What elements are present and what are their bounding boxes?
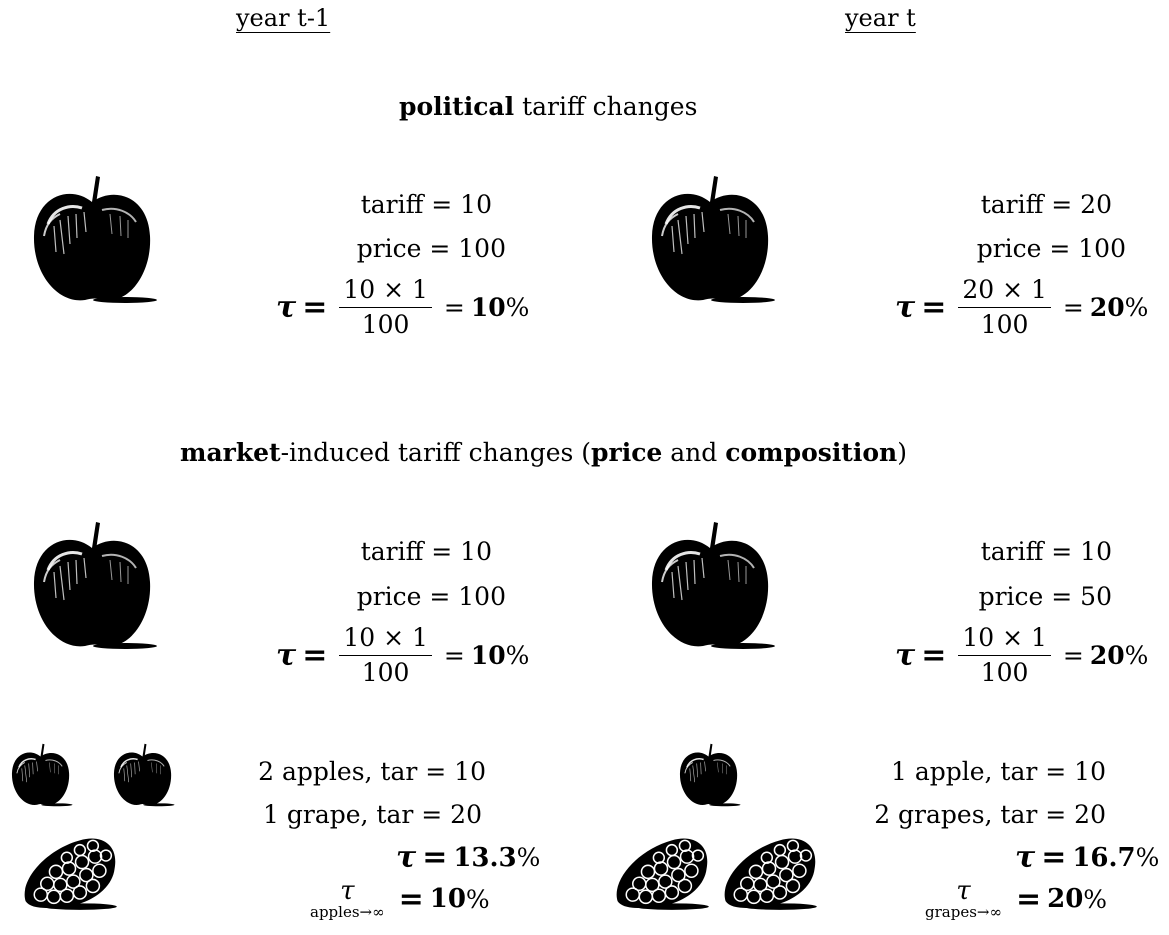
political-heading: political tariff changes [399,92,697,121]
tau-result: 10 [470,640,506,670]
percent-sign: % [516,843,541,872]
composition-right-line2: 2 grapes, tar = 20 [874,800,1106,829]
tau-symbol: τ [396,840,417,875]
market-heading-and: and [662,438,726,467]
tau-result: 16.7 [1072,842,1136,873]
tau-result: 20 [1089,640,1125,670]
percent-sign: % [465,884,490,914]
market-heading-end: ) [897,438,907,467]
political-left-price: price = 100 [356,234,506,263]
political-left-tariff: tariff = 10 [360,190,492,219]
political-right-price: price = 100 [976,234,1126,263]
tau-symbol: τ [340,876,355,906]
political-heading-bold: political [399,92,515,121]
apple-icon [30,174,160,309]
composition-left-line1: 2 apples, tar = 10 [258,757,486,786]
composition-right-line1: 1 apple, tar = 10 [890,757,1106,786]
political-right-tariff: tariff = 20 [980,190,1112,219]
tau-result: 13.3 [453,842,517,873]
percent-sign: % [1124,292,1149,322]
market-right-tariff: tariff = 10 [980,537,1112,566]
fraction-numerator: 20 × 1 [958,276,1051,308]
market-heading-mid: -induced tariff changes ( [280,438,592,467]
fraction-denominator: 100 [980,309,1029,339]
market-left-tariff: tariff = 10 [360,537,492,566]
tau-symbol: τ [276,289,297,325]
apple-icon [648,520,778,655]
fraction-numerator: 10 × 1 [339,624,432,656]
tau-result: 10 [470,292,506,322]
fraction-numerator: 10 × 1 [958,624,1051,656]
apple-icon [112,742,176,810]
tau-symbol: τ [276,637,297,673]
apple-icon [678,742,742,810]
tau-symbol: τ [895,289,916,325]
apple-icon [10,742,74,810]
header-year-t-1: year t-1 [236,4,331,32]
limit-subscript: grapes→∞ [925,903,1002,921]
composition-left-line2: 1 grape, tar = 20 [263,800,482,829]
composition-left-limit: τ apples→∞ = 10% [310,876,490,921]
fraction-denominator: 100 [361,657,410,687]
percent-sign: % [1124,640,1149,670]
composition-right-limit: τ grapes→∞ = 20% [925,876,1108,921]
tau-result: 20 [1089,292,1125,322]
limit-subscript: apples→∞ [310,903,385,921]
market-heading-bold-price: price [591,438,663,467]
grapes-icon [606,836,716,912]
political-heading-rest: tariff changes [514,92,698,121]
apple-icon [30,520,160,655]
tau-symbol: τ [1015,840,1036,875]
market-heading-bold-composition: composition [725,438,898,467]
limit-result: 20 [1047,884,1084,915]
fraction-denominator: 100 [980,657,1029,687]
grapes-icon [714,836,824,912]
composition-right-tau: τ = 16.7% [1015,840,1160,875]
fraction-numerator: 10 × 1 [339,276,432,308]
limit-result: 10 [429,884,466,915]
composition-left-tau: τ = 13.3% [396,840,541,875]
percent-sign: % [505,292,530,322]
percent-sign: % [1083,884,1108,914]
market-right-price: price = 50 [978,582,1112,611]
market-left-price: price = 100 [356,582,506,611]
market-heading: market-induced tariff changes (price and… [180,438,907,467]
tau-symbol: τ [956,876,971,906]
tau-symbol: τ [895,637,916,673]
limit-expression: τ grapes→∞ [925,878,1002,921]
header-year-t: year t [845,4,916,32]
fraction-denominator: 100 [361,309,410,339]
limit-expression: τ apples→∞ [310,878,385,921]
percent-sign: % [1135,843,1160,872]
apple-icon [648,174,778,309]
grapes-icon [14,836,124,912]
market-heading-bold-market: market [180,438,281,467]
percent-sign: % [505,640,530,670]
